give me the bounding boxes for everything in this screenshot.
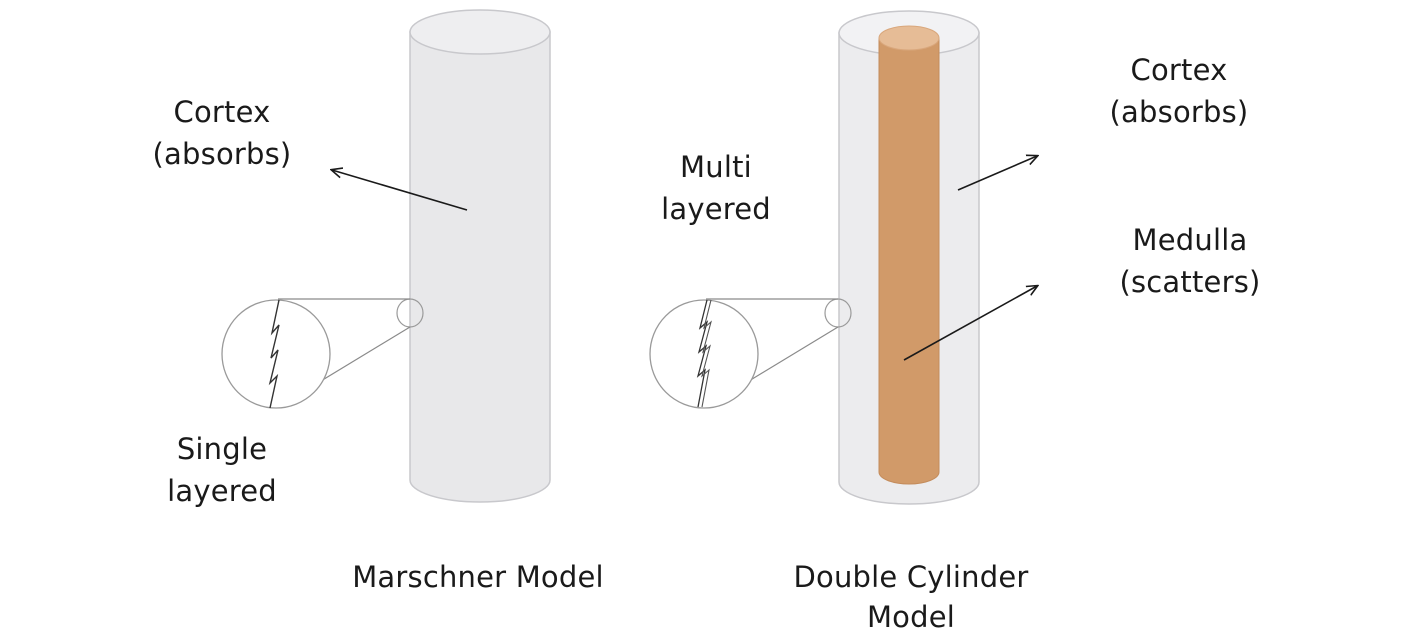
double-cylinder xyxy=(838,10,980,505)
multi-layered-label: Multi layered xyxy=(661,150,771,226)
single-layered-label: Single layered xyxy=(167,432,277,508)
double-zoom-inset xyxy=(649,298,852,409)
marschner-model-title: Marschner Model xyxy=(352,560,604,594)
marschner-cylinder-body xyxy=(409,31,551,503)
double-cortex-label: Cortex (absorbs) xyxy=(1109,53,1249,129)
double-cortex-arrow xyxy=(957,156,1037,191)
marschner-zoom-inset xyxy=(221,298,424,409)
marschner-cuticle-scales xyxy=(268,299,280,409)
medulla-arrow xyxy=(903,286,1037,361)
marschner-zoom-circle xyxy=(221,299,331,409)
double-cylinder-model-title: Double Cylinder Model xyxy=(793,560,1029,634)
marschner-cortex-arrow xyxy=(332,170,468,211)
marschner-cortex-label: Cortex (absorbs) xyxy=(152,95,292,171)
medulla-cylinder-body xyxy=(878,37,940,485)
marschner-cylinder xyxy=(409,9,551,503)
medulla-label: Medulla (scatters) xyxy=(1119,223,1261,299)
marschner-cylinder-top xyxy=(409,9,551,55)
medulla-cylinder-top xyxy=(878,25,940,51)
double-cuticle-scales-inner xyxy=(701,299,712,408)
